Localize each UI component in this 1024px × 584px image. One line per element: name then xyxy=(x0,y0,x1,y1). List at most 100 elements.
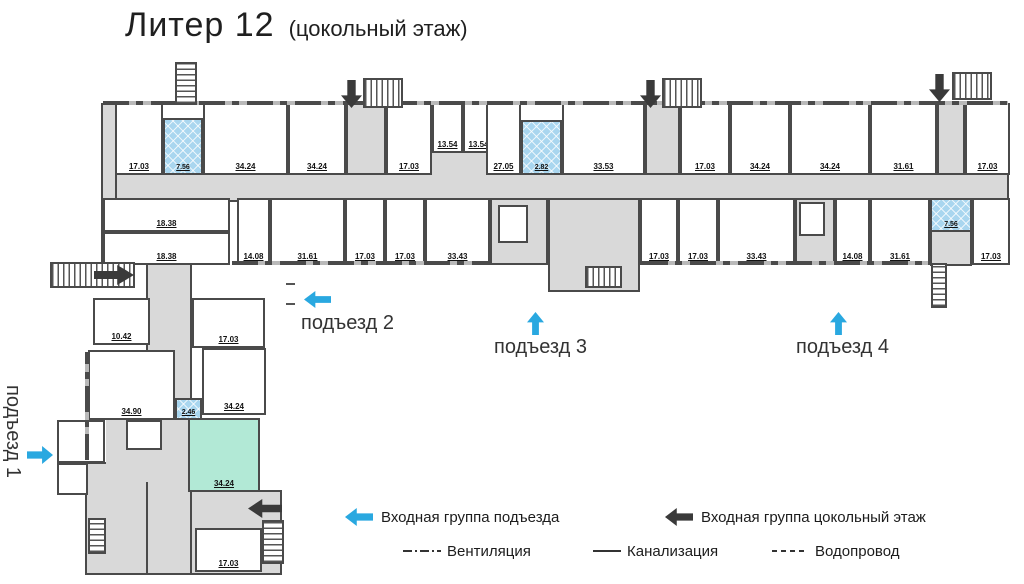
room[interactable]: 17.03 xyxy=(345,198,385,265)
room[interactable]: 31.61 xyxy=(870,198,930,265)
legend-porch-arrow-icon xyxy=(345,508,373,526)
room-area: 18.38 xyxy=(156,252,177,261)
entrance-arrow-p3 xyxy=(527,312,544,335)
room-area: 27.05 xyxy=(493,162,514,171)
room-area: 17.03 xyxy=(394,252,416,261)
room-area: 33.53 xyxy=(593,162,614,171)
entrance-label-p4: подъезд 4 xyxy=(796,336,890,358)
room[interactable]: 17.03 xyxy=(192,298,265,348)
entrance-arrow-p2 xyxy=(304,291,331,308)
room-area: 17.03 xyxy=(218,335,239,344)
room[interactable]: 14.08 xyxy=(237,198,270,265)
wet-room[interactable]: 7.56 xyxy=(930,198,972,232)
utility-area xyxy=(432,150,486,175)
room[interactable]: 14.08 xyxy=(835,198,870,265)
room-area: 13.54 xyxy=(468,140,489,149)
entrance-arrow-p1 xyxy=(27,446,53,464)
sewerage-line-icon xyxy=(593,550,621,552)
entrance-label-p1: подъезд 1 xyxy=(2,385,24,479)
room-area: 10.42 xyxy=(111,332,132,341)
room[interactable]: 13.54 xyxy=(432,103,463,153)
room[interactable]: 27.05 xyxy=(486,103,521,175)
title-sub: (цокольный этаж) xyxy=(288,16,468,41)
room-area: 17.03 xyxy=(128,162,150,171)
room[interactable]: 10.42 xyxy=(93,298,150,345)
vestibule xyxy=(346,103,386,175)
room[interactable]: 18.38 xyxy=(103,232,230,265)
entry-room xyxy=(57,420,105,463)
room-area: 18.38 xyxy=(156,219,177,228)
room-area: 2.46 xyxy=(181,409,196,416)
room-area: 31.61 xyxy=(297,252,318,261)
wet-room[interactable]: 7.56 xyxy=(163,118,203,175)
room-area: 34.24 xyxy=(749,162,771,171)
room-area: 14.08 xyxy=(243,252,264,261)
legend-sewerage-label: Канализация xyxy=(627,543,719,560)
room[interactable]: 33.43 xyxy=(718,198,795,265)
room-area: 31.61 xyxy=(889,252,911,261)
room[interactable]: 17.03 xyxy=(965,103,1010,175)
wet-room[interactable]: 2.46 xyxy=(175,398,202,420)
room[interactable]: 34.90 xyxy=(88,350,175,420)
room[interactable]: 17.03 xyxy=(680,103,730,175)
staircase xyxy=(262,520,284,564)
room[interactable]: 33.53 xyxy=(562,103,645,175)
room-area: 7.56 xyxy=(944,221,958,228)
room-area: 17.03 xyxy=(980,252,1002,261)
legend-basement-label: Входная группа цокольный этаж xyxy=(701,509,926,526)
room[interactable]: 33.43 xyxy=(425,198,490,265)
room[interactable]: 31.61 xyxy=(270,198,345,265)
room-area: 17.03 xyxy=(977,162,998,171)
room[interactable]: 34.24 xyxy=(203,103,288,175)
entry-room xyxy=(57,463,88,495)
staircase xyxy=(585,266,622,288)
room-area: 33.43 xyxy=(746,252,767,261)
highlighted-room[interactable]: 34.24 xyxy=(188,418,260,492)
room[interactable]: 17.03 xyxy=(972,198,1010,265)
staircase xyxy=(363,78,403,108)
room[interactable]: 17.03 xyxy=(195,528,262,572)
room-area: 17.03 xyxy=(218,559,239,568)
room[interactable]: 31.61 xyxy=(870,103,937,175)
room[interactable]: 17.03 xyxy=(386,103,432,175)
entrance-arrow-p4 xyxy=(830,312,847,335)
room[interactable]: 34.24 xyxy=(202,348,266,415)
room[interactable]: 18.38 xyxy=(103,198,230,232)
room[interactable]: 34.24 xyxy=(288,103,346,175)
wet-room[interactable]: 2.82 xyxy=(521,120,562,175)
elevator-shaft xyxy=(498,205,528,243)
ventilation-line xyxy=(286,283,295,285)
ventilation-line xyxy=(286,303,295,305)
legend-porch-label: Входная группа подъезда xyxy=(381,509,560,526)
entrance-label-p2: подъезд 2 xyxy=(301,312,395,334)
room[interactable]: 34.24 xyxy=(790,103,870,175)
room[interactable]: 34.24 xyxy=(730,103,790,175)
room[interactable]: 17.03 xyxy=(385,198,425,265)
water-line-icon xyxy=(772,550,806,552)
staircase xyxy=(175,62,197,105)
room-area: 34.24 xyxy=(819,162,841,171)
room[interactable]: 17.03 xyxy=(115,103,163,175)
utility-shaft xyxy=(126,420,162,450)
room[interactable]: 17.03 xyxy=(640,198,678,265)
elevator-shaft xyxy=(799,202,825,236)
room-area: 34.24 xyxy=(306,162,328,171)
title-main: Литер 12 xyxy=(125,6,275,44)
exterior-wall xyxy=(642,261,928,265)
legend-basement-arrow-icon xyxy=(665,508,693,526)
vestibule xyxy=(645,103,680,175)
room-area: 17.03 xyxy=(398,162,420,171)
room-area: 34.90 xyxy=(121,407,142,416)
exterior-wall xyxy=(232,261,488,265)
staircase xyxy=(662,78,702,108)
room-area: 17.03 xyxy=(694,162,716,171)
utility-area xyxy=(930,230,972,266)
room-area: 7.56 xyxy=(176,164,190,171)
room-area: 14.08 xyxy=(842,252,863,261)
staircase xyxy=(952,72,992,100)
room[interactable]: 17.03 xyxy=(678,198,718,265)
room-area: 34.24 xyxy=(223,402,245,411)
staircase xyxy=(88,518,106,554)
basement-entrance-arrow xyxy=(929,74,950,102)
room-area: 17.03 xyxy=(354,252,376,261)
